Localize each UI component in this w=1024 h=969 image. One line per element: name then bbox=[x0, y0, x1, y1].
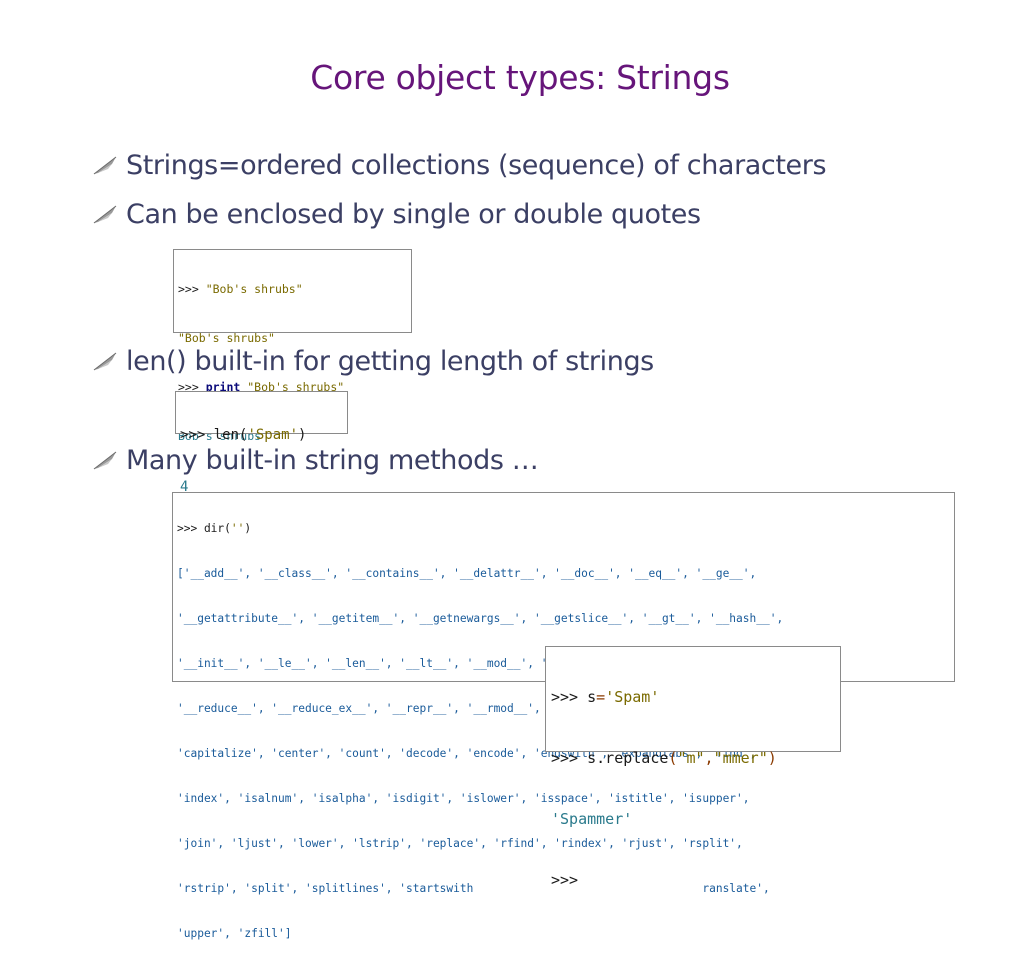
code-prompt: >>> bbox=[178, 380, 206, 394]
bullet-text: Strings=ordered collections (sequence) o… bbox=[126, 149, 827, 181]
code-paren: ) bbox=[244, 522, 252, 535]
code-string: 'Spam' bbox=[605, 688, 660, 706]
code-example-replace: >>> s='Spam' >>> s.replace("m","mmer") '… bbox=[545, 646, 841, 889]
bullet-item: Can be enclosed by single or double quot… bbox=[90, 194, 701, 234]
code-output: 'Spammer' bbox=[551, 810, 633, 828]
code-comma: , bbox=[704, 749, 714, 767]
code-prompt: >>> s bbox=[551, 688, 597, 706]
code-example-quotes: >>> "Bob's shrubs" "Bob's shrubs" >>> pr… bbox=[173, 249, 412, 443]
code-line: >>> dir('') bbox=[177, 519, 950, 538]
code-operator: = bbox=[596, 688, 606, 706]
bullet-text: len() built-in for getting length of str… bbox=[126, 345, 654, 377]
bullet-item: len() built-in for getting length of str… bbox=[90, 341, 654, 381]
slide: Core object types: Strings Strings=order… bbox=[90, 58, 955, 940]
code-prompt: >>> dir( bbox=[177, 522, 231, 535]
code-example-len: >>> len('Spam') 4 bbox=[175, 391, 348, 495]
code-string: "mmer" bbox=[713, 749, 768, 767]
code-output: 'join', 'ljust', 'lower', 'lstrip', 'rep… bbox=[177, 837, 743, 850]
code-prompt: >>> len( bbox=[180, 427, 248, 443]
code-prompt: >>> s.replace bbox=[551, 749, 669, 767]
code-string: '' bbox=[230, 522, 245, 535]
code-line: >>> s='Spam' bbox=[551, 685, 835, 710]
code-line: >>> print "Bob's shrubs" bbox=[178, 377, 407, 398]
code-paren: ) bbox=[767, 749, 777, 767]
code-line: >>> "Bob's shrubs" bbox=[178, 279, 407, 300]
code-keyword: print bbox=[205, 380, 241, 394]
code-output: ['__add__', '__class__', '__contains__',… bbox=[177, 567, 757, 580]
code-output: '__getattribute__', '__getitem__', '__ge… bbox=[177, 612, 784, 625]
code-output: "Bob's shrubs" bbox=[178, 331, 275, 345]
quill-bullet-icon bbox=[90, 350, 124, 372]
code-string: "Bob's shrubs" bbox=[240, 380, 345, 394]
code-output: 'upper', 'zfill'] bbox=[177, 927, 292, 940]
code-output: 4 bbox=[180, 479, 189, 495]
quill-bullet-icon bbox=[90, 203, 124, 225]
code-paren: ( bbox=[668, 749, 678, 767]
bullet-text: Many built-in string methods … bbox=[126, 444, 539, 476]
code-prompt: >>> bbox=[551, 871, 579, 889]
quill-bullet-icon bbox=[90, 449, 124, 471]
code-string: 'Spam' bbox=[247, 427, 299, 443]
code-paren: ) bbox=[298, 427, 307, 443]
code-line: >>> s.replace("m","mmer") bbox=[551, 746, 835, 771]
code-line: >>> len('Spam') bbox=[180, 425, 343, 445]
bullet-item: Strings=ordered collections (sequence) o… bbox=[90, 145, 827, 185]
code-string: "m" bbox=[677, 749, 705, 767]
quill-bullet-icon bbox=[90, 154, 124, 176]
code-prompt: >>> bbox=[178, 282, 206, 296]
code-output: 'index', 'isalnum', 'isalpha', 'isdigit'… bbox=[177, 792, 750, 805]
bullet-text: Can be enclosed by single or double quot… bbox=[126, 198, 701, 230]
bullet-item: Many built-in string methods … bbox=[90, 440, 539, 480]
code-string: "Bob's shrubs" bbox=[205, 282, 303, 296]
slide-title: Core object types: Strings bbox=[310, 58, 730, 97]
